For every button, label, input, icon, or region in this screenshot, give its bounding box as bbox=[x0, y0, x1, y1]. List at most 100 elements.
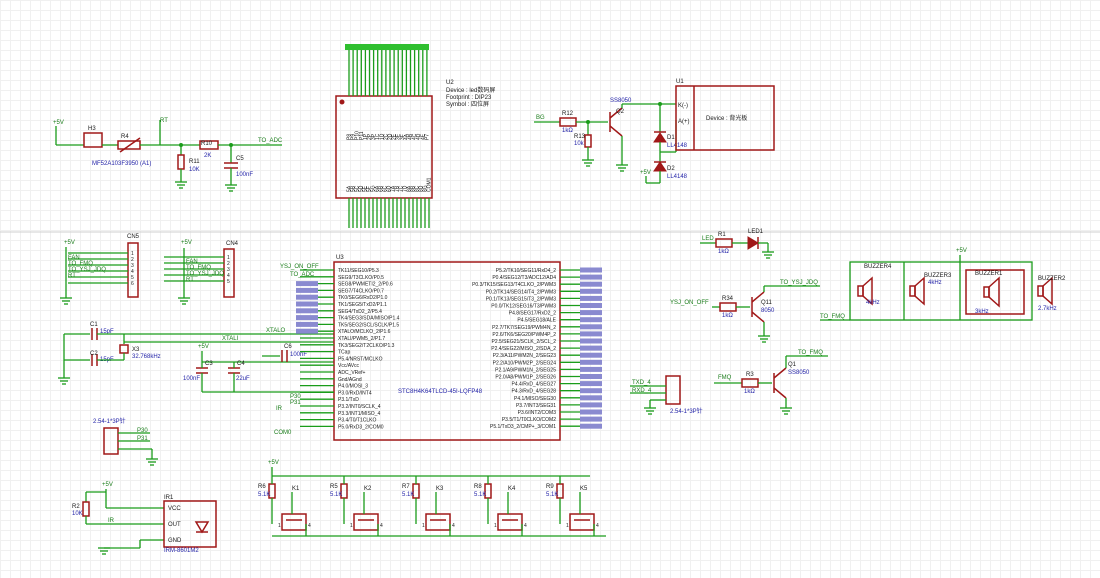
key-pin: 1 bbox=[278, 523, 281, 529]
u2-bottom-pin-label: 6C bbox=[383, 185, 389, 192]
h3-connector bbox=[83, 132, 103, 148]
cn4-ref: CN4 bbox=[226, 241, 239, 247]
key-pin: 4 bbox=[380, 523, 383, 529]
net-ysj-onoff-2: YSJ_ON_OFF bbox=[670, 300, 709, 306]
u2-bottom-pin-label: 6D bbox=[387, 185, 393, 192]
c5-value: 100nF bbox=[236, 172, 253, 178]
u2-bottom-pin-label: 5F bbox=[367, 186, 373, 192]
key-resistor-value: 5.1K bbox=[474, 492, 486, 498]
key-switch-ref: K1 bbox=[292, 486, 300, 492]
led1-ref: LED1 bbox=[748, 229, 764, 235]
r13-value: 10k bbox=[574, 141, 585, 147]
d2-ref: D2 bbox=[667, 166, 675, 172]
cn4-connector bbox=[223, 248, 235, 298]
u3-left-pin-label: P3.4/T0/T1CLKO bbox=[338, 418, 376, 424]
u2-bottom-pin-label: 5A bbox=[347, 185, 353, 192]
connector-pin-number: 1 bbox=[131, 251, 134, 257]
u2-bottom-pin-label: 7C bbox=[399, 185, 405, 192]
key-pin: 4 bbox=[308, 523, 311, 529]
c3-ref: C3 bbox=[205, 361, 213, 367]
net-to-ysj-3: TO_YSJ_JDQ bbox=[780, 280, 818, 286]
connector-pin-number: 2 bbox=[131, 257, 134, 263]
buzzer-frame bbox=[849, 261, 1033, 321]
d1-value: LL4148 bbox=[667, 143, 688, 149]
net-p30-1: P30 bbox=[290, 394, 301, 400]
u3-part: STC8H4K64TLCD-45I-LQFP48 bbox=[398, 389, 483, 395]
u1-backlight bbox=[675, 85, 775, 151]
u2-top-pin-label: P8 bbox=[347, 134, 353, 140]
u3-right-pin-label: P3.6/INT2/COM3 bbox=[518, 410, 557, 416]
r1-ref: R1 bbox=[718, 232, 726, 238]
u2-body bbox=[335, 95, 433, 199]
connector-pin-number: 1 bbox=[227, 255, 230, 261]
net-to-fmq-1: TO_FMQ bbox=[68, 261, 93, 267]
key-switch[interactable] bbox=[497, 513, 523, 531]
u3-left-pin-label: TK1/SEG5/TxD2/P1.1 bbox=[338, 302, 387, 308]
key-resistor-value: 5.1K bbox=[258, 492, 270, 498]
key-pin: 1 bbox=[422, 523, 425, 529]
key-resistor-value: 5.1K bbox=[402, 492, 414, 498]
u2-top-pin-label: 4E bbox=[420, 133, 426, 140]
u3-left-pin-label: TK4/SEG3/SDA/MISO/P1.4 bbox=[338, 316, 400, 322]
u2-bottom-pin-label: 6B bbox=[379, 185, 385, 192]
u2-bottom-pins: 5A5B5C5D5E5F5G6A6B6C6D7A7B7C7D8A8B8C8D8G… bbox=[347, 177, 433, 228]
connector-pin-number: 6 bbox=[131, 281, 134, 287]
u2-top-pin-label: 3F bbox=[400, 134, 406, 140]
bz4-value: 4kHz bbox=[866, 300, 880, 306]
bz1-ref: BUZZER1 bbox=[975, 271, 1003, 277]
cn5-ref: CN5 bbox=[127, 234, 140, 240]
net-ir-1: IR bbox=[276, 406, 283, 412]
u3-right-pin-label: P2.7/TK7/SEG19/PWM4N_2 bbox=[492, 325, 556, 331]
u2-top-pin-label: 4C bbox=[412, 133, 418, 140]
u3-left-pin-label: Gnd/AGnd bbox=[338, 377, 362, 383]
key-switch[interactable] bbox=[281, 513, 307, 531]
key-switch[interactable] bbox=[353, 513, 379, 531]
u3-right-pins: P5.2/TK10/SEG11/RxD4_2P0.4/SEG12/T3/ADC1… bbox=[472, 267, 602, 430]
adc-section: +5V H3 R4 MF52A103F3950 (A1) RT R11 10K … bbox=[53, 118, 283, 192]
u3-right-pin-label: P4.1/MISO/SEG30 bbox=[514, 396, 556, 402]
r34 bbox=[719, 302, 737, 312]
connector-pin-number: 2 bbox=[227, 261, 230, 267]
u3-right-pin-label: P5.2/TK10/SEG11/RxD4_2 bbox=[496, 268, 556, 274]
r34-value: 1kΩ bbox=[722, 313, 733, 319]
bz2-value: 2.7kHz bbox=[1038, 306, 1057, 312]
key-switch[interactable] bbox=[425, 513, 451, 531]
r1-value: 1kΩ bbox=[718, 249, 729, 255]
net-plus5v-7: +5V bbox=[268, 460, 279, 466]
q2-ref: Q2 bbox=[616, 109, 625, 115]
u2-top-pin-label: 4D bbox=[416, 133, 422, 140]
u1-ref: U1 bbox=[676, 79, 684, 85]
u3-right-pin-label: P4.8/SEG17/RxD2_2 bbox=[509, 311, 556, 317]
x3-crystal bbox=[119, 344, 129, 354]
u1-device: Device : 背光板 bbox=[706, 114, 747, 122]
net-p30-2: P30 bbox=[137, 428, 148, 434]
u3-left-pin-label: P3.2/INT0/SCLK_4 bbox=[338, 404, 381, 410]
d2-value: LL4148 bbox=[667, 174, 688, 180]
u2-bottom-pin-label: 8B bbox=[411, 185, 417, 192]
net-fan-2: FAN bbox=[186, 259, 198, 265]
net-rt: RT bbox=[160, 118, 168, 124]
r12-ref: R12 bbox=[562, 111, 574, 117]
net-plus5v-3: +5V bbox=[64, 240, 75, 246]
r2 bbox=[82, 501, 90, 517]
key-switch[interactable] bbox=[569, 513, 595, 531]
net-p31-2: P31 bbox=[137, 436, 148, 442]
net-xtalo: XTALO bbox=[266, 328, 286, 334]
connector-pin-number: 4 bbox=[131, 269, 134, 275]
key-pin: 1 bbox=[350, 523, 353, 529]
u2-top-pin-label: 4B bbox=[408, 133, 414, 140]
right-section: LED R1 1kΩ LED1 YSJ_ON_OFF R34 1kΩ Q11 8… bbox=[630, 229, 1066, 415]
net-plus5v-5: +5V bbox=[198, 344, 209, 350]
u2-bottom-pin-label: 8G bbox=[423, 185, 429, 192]
u3-right-pin-label: P0.1/TK13/SEG15/T3_2/PWM3 bbox=[486, 296, 557, 302]
cn5-connector bbox=[127, 242, 139, 298]
u3-ref: U3 bbox=[336, 255, 344, 261]
u3-right-pin-label: P2.0/A8/PWM1P_2/SEG26 bbox=[495, 375, 556, 381]
u3-left-pin-label: P4.0/MOSI_3 bbox=[338, 384, 368, 390]
key-switch-ref: K5 bbox=[580, 486, 588, 492]
r2-value: 10K bbox=[72, 511, 83, 517]
u2-top-pin-label: 1P bbox=[363, 133, 369, 140]
